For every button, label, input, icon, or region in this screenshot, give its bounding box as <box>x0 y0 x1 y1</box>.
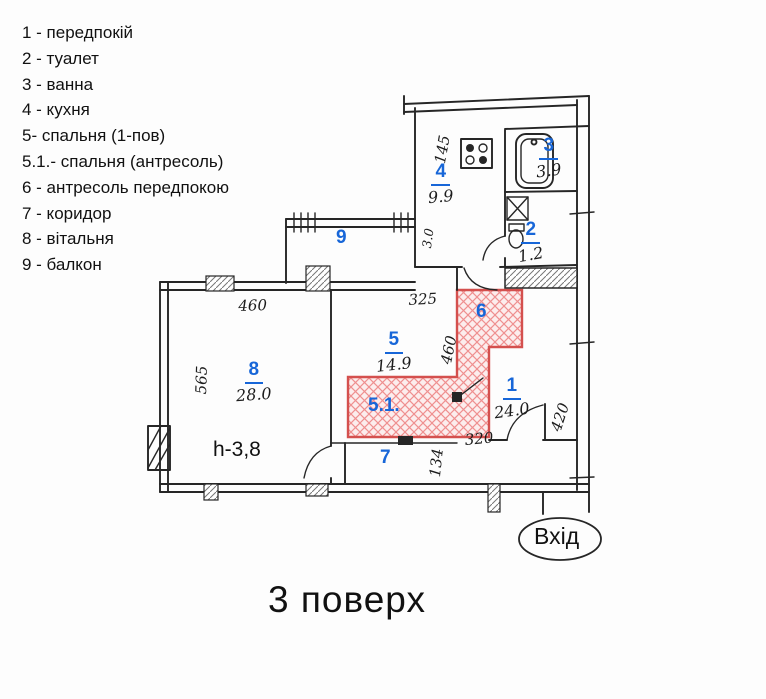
room-number: 3 <box>539 135 559 160</box>
stove-icon <box>460 138 493 169</box>
room-area: 24.0 <box>492 398 531 423</box>
room-area: 3.9 <box>534 159 563 182</box>
legend-item: 6 - антресоль передпокою <box>22 177 229 197</box>
legend: 1 - передпокій 2 - туалет 3 - ванна 4 - … <box>22 20 229 278</box>
toilet-fixtures-icon <box>506 196 529 249</box>
room-label-mezzanine-bedroom: 5.1. <box>368 395 400 417</box>
dimension-label: 134 <box>426 447 447 478</box>
room-number: 1 <box>502 375 522 400</box>
legend-item: 8 - вітальня <box>22 229 114 249</box>
room-label-balcony: 9 <box>336 227 347 249</box>
wall-section <box>504 267 578 289</box>
dimension-label: 320 <box>464 428 495 449</box>
room-label-bath: 3 3.9 <box>534 135 563 182</box>
entrance-oval <box>518 517 602 561</box>
room-number: 6 <box>476 301 487 322</box>
dimension-label: 460 <box>238 296 268 315</box>
room-label-kitchen: 4 9.9 <box>427 161 455 207</box>
room-label-bedroom: 5 14.9 <box>375 329 413 376</box>
legend-item: 3 - ванна <box>22 74 94 94</box>
room-number: 9 <box>336 227 347 248</box>
legend-item: 5.1.- спальня (антресоль) <box>22 151 224 171</box>
room-number: 7 <box>380 447 391 468</box>
room-number: 4 <box>431 161 451 186</box>
room-label-living: 8 28.0 <box>235 359 273 406</box>
room-label-hall: 1 24.0 <box>492 375 531 423</box>
floor-title: 3 поверх <box>268 579 426 620</box>
room-area: 14.9 <box>375 353 413 376</box>
room-label-mezzanine-hall: 6 <box>476 301 487 323</box>
room-area: 9.9 <box>427 185 455 207</box>
wall-piers <box>203 265 501 513</box>
window-symbol <box>147 425 171 471</box>
room-area: 1.2 <box>516 242 545 266</box>
dimension-label: 325 <box>408 289 438 309</box>
legend-item: 1 - передпокій <box>22 23 134 42</box>
ceiling-height-note: h-3,8 <box>213 438 261 461</box>
entrance-label: Вхід <box>534 523 580 549</box>
room-number: 2 <box>521 219 541 244</box>
room-number: 8 <box>244 359 264 384</box>
legend-item: 7 - коридор <box>22 203 112 223</box>
room-number: 5 <box>384 329 404 354</box>
dimension-label: 565 <box>192 365 211 395</box>
legend-item: 9 - балкон <box>22 255 102 275</box>
legend-item: 2 - туалет <box>22 48 99 68</box>
bathtub-icon <box>515 133 554 189</box>
legend-item: 5- спальня (1-пов) <box>22 126 166 146</box>
dimension-label: 3.0 <box>419 227 437 250</box>
room-label-toilet: 2 1.2 <box>516 219 545 266</box>
walls <box>159 95 595 515</box>
room-area: 28.0 <box>235 383 273 406</box>
room-label-corridor: 7 <box>380 447 391 469</box>
mezzanine-highlight <box>346 288 524 439</box>
room-number: 5.1. <box>368 395 400 416</box>
door-marks <box>398 392 462 445</box>
legend-item: 4 - кухня <box>22 100 90 120</box>
